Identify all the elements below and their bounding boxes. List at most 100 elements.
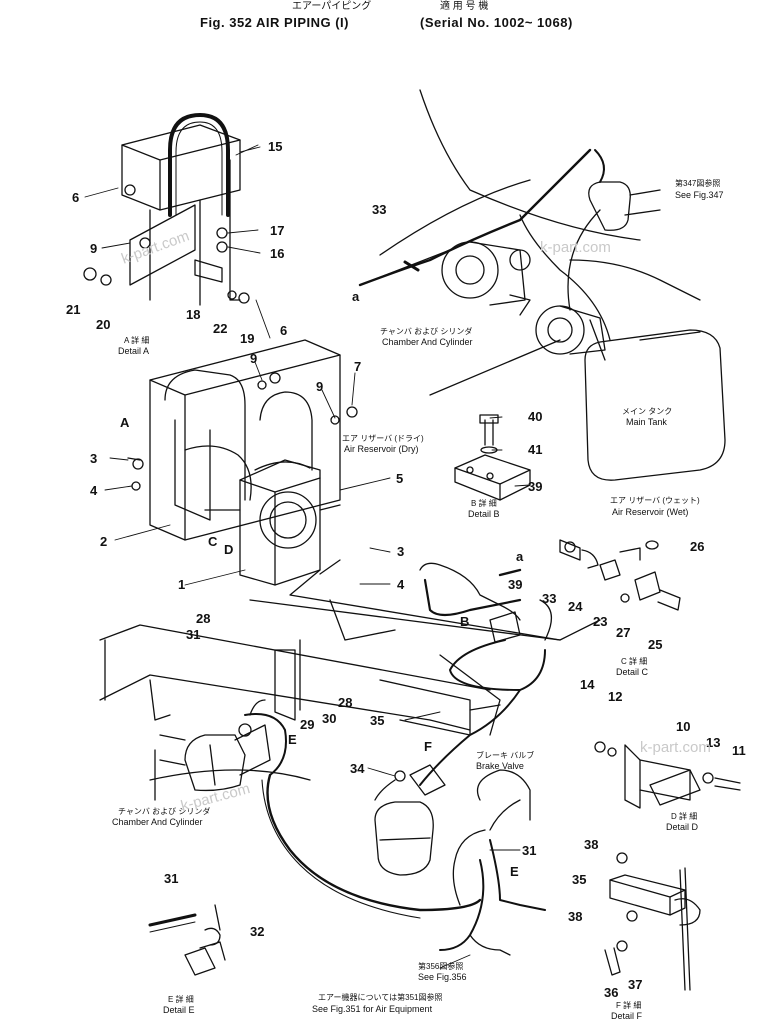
part-27: 27 xyxy=(616,625,631,640)
detail-b-block xyxy=(454,414,531,501)
part-1: 1 xyxy=(178,577,186,592)
part-39b: 39 xyxy=(508,577,523,592)
air-reservoir-wet-jp: エア リザーバ (ウェット) xyxy=(610,496,700,505)
part-18: 18 xyxy=(186,307,201,322)
part-13: 13 xyxy=(706,735,721,750)
part-40: 40 xyxy=(528,409,543,424)
part-29: 29 xyxy=(300,717,315,732)
part-4b: 4 xyxy=(397,577,405,592)
part-9c: 9 xyxy=(316,379,324,394)
part-19: 19 xyxy=(240,331,255,346)
part-17: 17 xyxy=(270,223,285,238)
part-28b: 28 xyxy=(338,695,353,710)
part-22: 22 xyxy=(213,321,228,336)
part-31c: 31 xyxy=(164,871,179,886)
chamber-cylinder-top-jp: チャンバ および シリンダ xyxy=(380,327,473,336)
part-4a: 4 xyxy=(90,483,98,498)
detail-b-jp: B 詳 細 xyxy=(471,499,497,508)
serial-jp: 適 用 号 機 xyxy=(440,1,489,12)
detail-d-jp: D 詳 細 xyxy=(671,812,698,821)
view-E-right: E xyxy=(510,864,519,879)
chamber-cylinder-bottom: Chamber And Cylinder xyxy=(112,817,203,827)
part-37: 37 xyxy=(628,977,643,992)
detail-c-fittings xyxy=(559,539,681,611)
part-10: 10 xyxy=(676,719,691,734)
part-20: 20 xyxy=(96,317,111,332)
air-reservoir-frame xyxy=(127,339,358,586)
watermark-2: k-part.com xyxy=(540,239,611,256)
lower-chamber-cylinder xyxy=(159,699,287,792)
part-33b: 33 xyxy=(542,591,557,606)
main-tank: Main Tank xyxy=(626,417,667,427)
brake-valve: Brake Valve xyxy=(476,761,524,771)
part-35a: 35 xyxy=(370,713,385,728)
view-A-arrow: A xyxy=(120,415,130,430)
view-F-arrow: F xyxy=(424,739,432,754)
part-34: 34 xyxy=(350,761,365,776)
part-30: 30 xyxy=(322,711,337,726)
watermark-4: k-part.com xyxy=(640,739,711,756)
part-2: 2 xyxy=(100,534,108,549)
part-38b: 38 xyxy=(568,909,583,924)
part-11: 11 xyxy=(732,743,746,758)
machine-frame xyxy=(99,569,601,801)
part-6b: 6 xyxy=(280,323,288,338)
part-7: 7 xyxy=(354,359,362,374)
lower-center-hoses xyxy=(261,769,546,956)
detail-c: Detail C xyxy=(616,667,649,677)
serial-range: (Serial No. 1002~ 1068) xyxy=(420,15,573,30)
part-6a: 6 xyxy=(72,190,80,205)
see-347: See Fig.347 xyxy=(675,190,724,200)
air-reservoir-dry-jp: エア リザーバ (ドライ) xyxy=(342,434,424,443)
part-21: 21 xyxy=(66,302,81,317)
view-D-arrow: D xyxy=(224,542,234,557)
view-C-arrow: C xyxy=(208,534,218,549)
part-32: 32 xyxy=(250,924,265,939)
part-14: 14 xyxy=(580,677,595,692)
detail-e-jp: E 詳 細 xyxy=(168,995,194,1004)
part-41: 41 xyxy=(528,442,543,457)
part-3b: 3 xyxy=(397,544,405,559)
detail-c-jp: C 詳 細 xyxy=(621,657,648,666)
detail-a-assembly xyxy=(83,113,250,306)
view-B-arrow: B xyxy=(460,614,470,629)
chamber-cylinder-top: Chamber And Cylinder xyxy=(382,337,473,347)
detail-f-block xyxy=(604,852,701,991)
part-15: 15 xyxy=(268,139,283,154)
part-31b: 31 xyxy=(522,843,537,858)
air-equipment-jp: エアー機器については第351図参照 xyxy=(318,993,443,1002)
part-9a: 9 xyxy=(90,241,98,256)
part-12: 12 xyxy=(608,689,623,704)
main-tank-jp: メイン タンク xyxy=(622,407,673,416)
air-equipment-note: See Fig.351 for Air Equipment xyxy=(312,1004,433,1014)
part-23: 23 xyxy=(593,614,608,629)
part-26: 26 xyxy=(690,539,705,554)
see-347-jp: 第347図参照 xyxy=(675,179,721,188)
air-reservoir-wet: Air Reservoir (Wet) xyxy=(612,507,689,517)
part-36: 36 xyxy=(604,985,619,1000)
detail-a-jp: A 詳 細 xyxy=(124,336,150,345)
part-24: 24 xyxy=(568,599,583,614)
see-356-jp: 第356図参照 xyxy=(418,962,464,971)
figure-title: Fig. 352 AIR PIPING (I) xyxy=(200,15,349,30)
detail-d: Detail D xyxy=(666,822,699,832)
center-piping xyxy=(374,562,552,801)
part-31a: 31 xyxy=(186,627,201,642)
brake-valve-jp: ブレーキ バルブ xyxy=(476,751,535,760)
part-28a: 28 xyxy=(196,611,211,626)
air-reservoir-dry: Air Reservoir (Dry) xyxy=(344,444,419,454)
leader-lines xyxy=(84,144,531,969)
part-9b: 9 xyxy=(250,351,258,366)
part-16: 16 xyxy=(270,246,285,261)
detail-a: Detail A xyxy=(118,346,150,356)
part-33a: 33 xyxy=(372,202,387,217)
chamber-cylinder-bottom-jp: チャンバ および シリンダ xyxy=(118,807,211,816)
detail-e: Detail E xyxy=(163,1005,195,1015)
detail-f: Detail F xyxy=(611,1011,643,1021)
part-25: 25 xyxy=(648,637,663,652)
see-356: See Fig.356 xyxy=(418,972,467,982)
part-35b: 35 xyxy=(572,872,587,887)
part-39a: 39 xyxy=(528,479,543,494)
